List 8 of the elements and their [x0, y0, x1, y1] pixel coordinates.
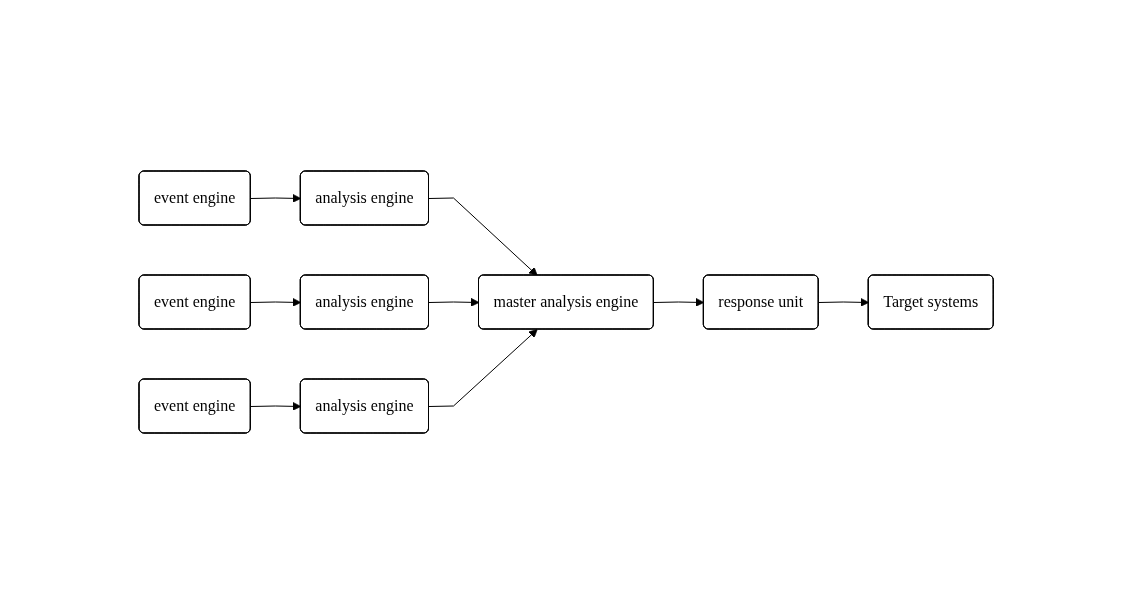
- arrow: [250, 401, 302, 411]
- arrow: [250, 297, 302, 307]
- arrow: [428, 328, 538, 407]
- arrow: [818, 297, 869, 307]
- arrow: [250, 193, 302, 203]
- arrow: [428, 297, 480, 307]
- arrow: [653, 297, 705, 307]
- arrow: [428, 197, 538, 276]
